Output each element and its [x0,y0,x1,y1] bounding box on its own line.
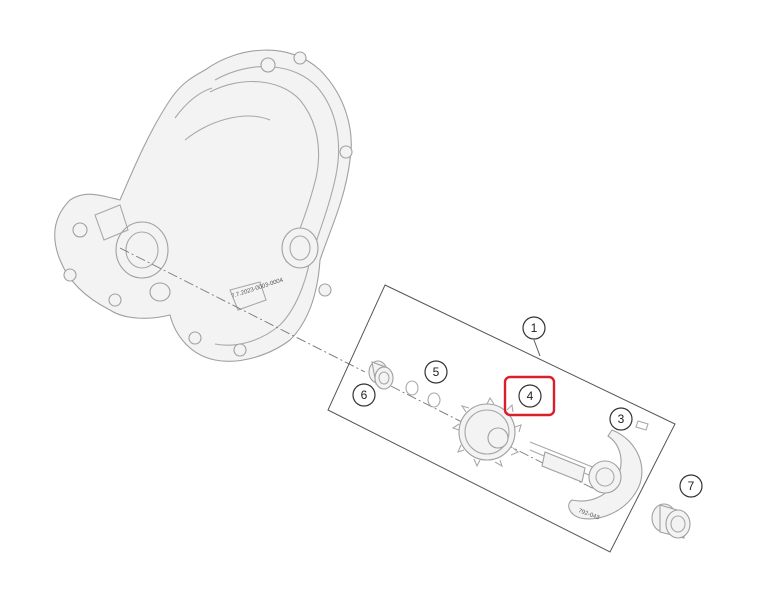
callout-5[interactable]: 5 [424,360,448,384]
kit-frame [327,284,676,553]
washer-part-5 [405,380,441,408]
callout-3-label: 3 [618,412,625,426]
callout-1-leader [533,339,541,357]
callout-6-label: 6 [361,388,368,402]
seal-part-7 [651,503,691,539]
kickstarter-gear-part-4 [451,396,522,468]
kickstarter-shaft-drawing: 792-043 [529,429,643,522]
callout-4-label: 4 [527,389,534,403]
pin-part-3 [635,420,649,431]
callout-3[interactable]: 3 [609,407,633,431]
callout-4[interactable]: 4 [503,375,556,417]
assembly-axis-line [119,247,601,493]
callout-6[interactable]: 6 [352,383,376,407]
callout-1[interactable]: 1 [522,316,546,340]
callout-7[interactable]: 7 [679,474,703,498]
bushing-part-6 [368,360,394,390]
callout-1-label: 1 [531,321,538,335]
engine-cover-drawing: 7.7.2023-0003-0004 [54,49,353,362]
callout-5-label: 5 [433,365,440,379]
callout-7-label: 7 [688,479,695,493]
callout-4-highlight-box [503,375,556,417]
